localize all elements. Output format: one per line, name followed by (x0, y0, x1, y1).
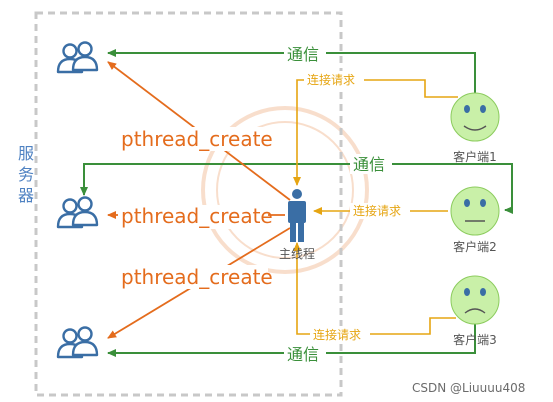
server-label-char-2: 务 (18, 165, 34, 184)
server-label-char-1: 服 (18, 144, 34, 163)
client-2-label: 客户端2 (453, 239, 497, 254)
main-thread-label: 主线程 (279, 246, 315, 261)
watermark-stamp (201, 106, 369, 274)
comm-arrow-1 (107, 49, 476, 95)
client-2-face-icon (450, 186, 500, 236)
worker-thread-icon-2 (56, 196, 99, 229)
main-thread-icon (288, 189, 306, 242)
csdn-watermark: CSDN @Liuuuu408 (412, 381, 525, 395)
comm-label-2: 通信 (353, 155, 385, 174)
client-3-label: 客户端3 (453, 332, 497, 347)
server-label-char-3: 器 (18, 186, 34, 205)
req-arrow-1 (293, 79, 458, 186)
pthread-create-label-3: pthread_create (121, 265, 273, 289)
req-arrow-3 (293, 242, 456, 335)
client-3-face-icon (450, 275, 500, 325)
comm-label-3: 通信 (287, 345, 319, 364)
pthread-create-label-1: pthread_create (121, 127, 273, 151)
comm-arrow-2 (467, 163, 513, 214)
req-label-3: 连接请求 (313, 327, 361, 342)
client-1-face-icon (450, 92, 500, 142)
client-1-label: 客户端1 (453, 149, 497, 164)
req-label-2: 连接请求 (353, 203, 401, 218)
req-label-1: 连接请求 (307, 72, 355, 87)
worker-thread-icon-3 (56, 326, 99, 359)
comm-arrow-3 (107, 323, 476, 357)
comm-arrow-2b (80, 163, 467, 196)
worker-thread-icon-1 (56, 41, 99, 74)
server-boundary (34, 11, 343, 397)
pthread-create-label-2: pthread_create (121, 204, 273, 228)
comm-label-1: 通信 (287, 45, 319, 64)
